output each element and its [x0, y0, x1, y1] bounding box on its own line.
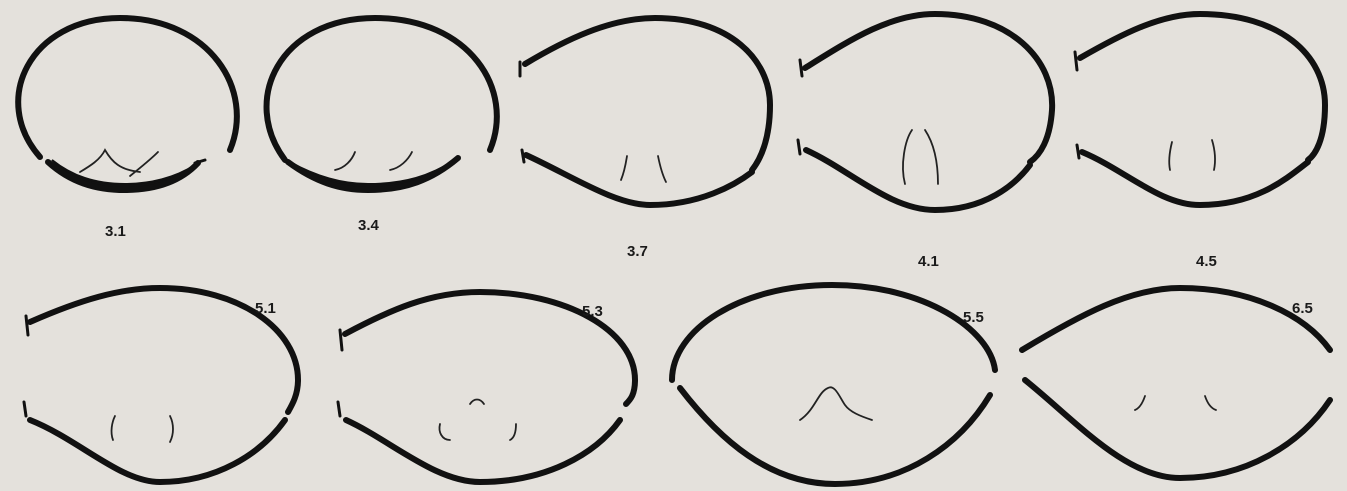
stage-6-5-label: 6.5 — [1292, 300, 1313, 317]
stage-3-1-label: 3.1 — [105, 223, 126, 240]
stage-4-1-drawing: 4.1 — [798, 14, 1052, 270]
stage-3-1-drawing: 3.1 — [18, 18, 237, 240]
stage-4-1-label: 4.1 — [918, 253, 939, 270]
stage-4-5-drawing: 4.5 — [1075, 14, 1325, 270]
stage-5-5-drawing: 5.5 — [672, 285, 995, 484]
stage-4-5-label: 4.5 — [1196, 253, 1217, 270]
stage-3-7-drawing: 3.7 — [520, 18, 770, 260]
stage-3-4-label: 3.4 — [358, 217, 380, 234]
stage-5-1-label: 5.1 — [255, 300, 276, 317]
stage-5-3-label: 5.3 — [582, 303, 603, 320]
stage-5-3-drawing: 5.3 — [338, 292, 635, 482]
stage-3-7-label: 3.7 — [627, 243, 648, 260]
stage-5-5-label: 5.5 — [963, 309, 984, 326]
stage-5-1-drawing: 5.1 — [24, 288, 298, 482]
stage-6-5-drawing: 6.5 — [1022, 288, 1330, 478]
stage-3-4-drawing: 3.4 — [267, 18, 497, 234]
